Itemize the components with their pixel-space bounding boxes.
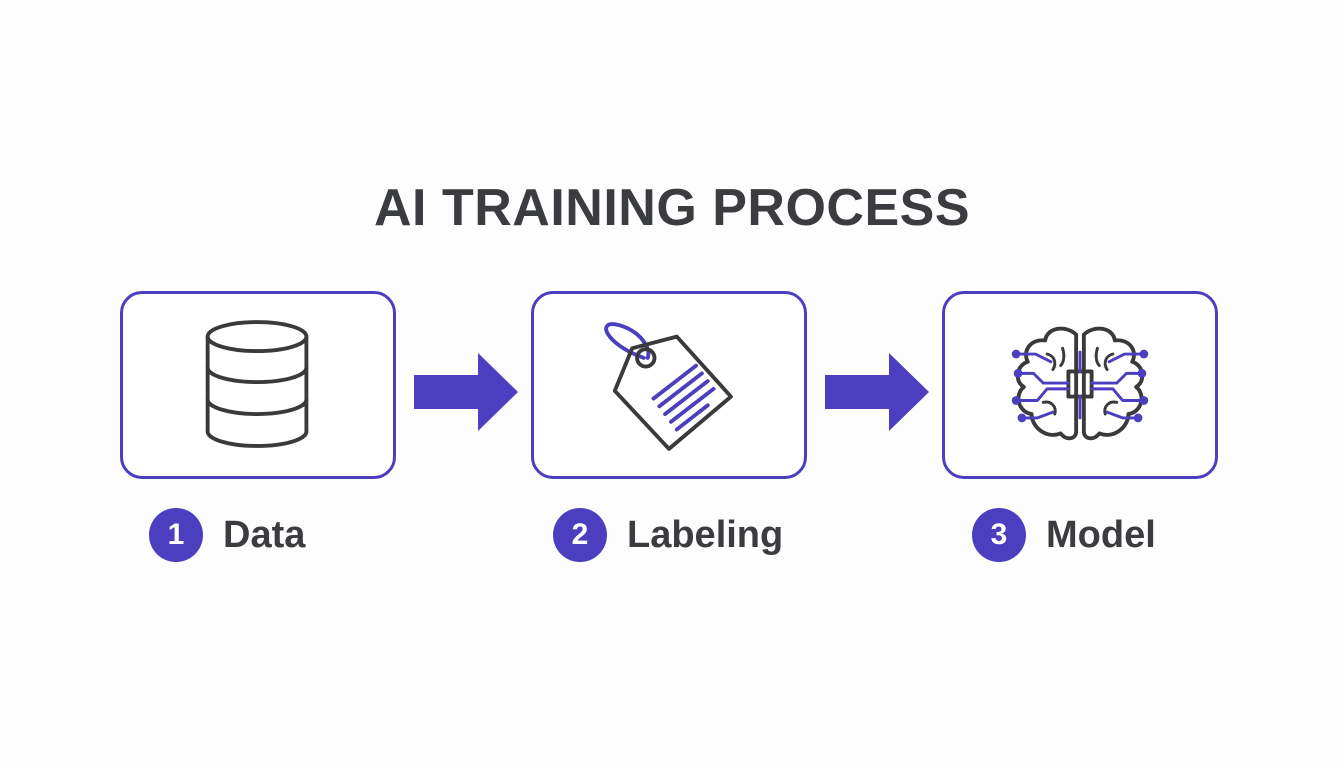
arrow-right-icon — [414, 353, 518, 431]
step-number-badge: 2 — [553, 508, 607, 562]
step-label-labeling: Labeling — [627, 514, 784, 556]
database-icon — [205, 320, 309, 448]
step-label-group-3: 3 Model — [972, 508, 1156, 562]
step-label-group-1: 1 Data — [149, 508, 305, 562]
step-box-model — [942, 291, 1218, 479]
step-label-data: Data — [223, 514, 306, 556]
brain-circuit-icon — [1011, 326, 1149, 441]
step-label-group-2: 2 Labeling — [553, 508, 783, 562]
tag-icon — [604, 322, 733, 451]
diagram-title: AI TRAINING PROCESS — [374, 179, 970, 237]
step-label-model: Model — [1046, 514, 1156, 556]
step-box-data — [120, 291, 396, 479]
step-box-labeling — [531, 291, 807, 479]
arrow-right-icon — [825, 353, 929, 431]
step-number-badge: 3 — [972, 508, 1026, 562]
step-number-badge: 1 — [149, 508, 203, 562]
